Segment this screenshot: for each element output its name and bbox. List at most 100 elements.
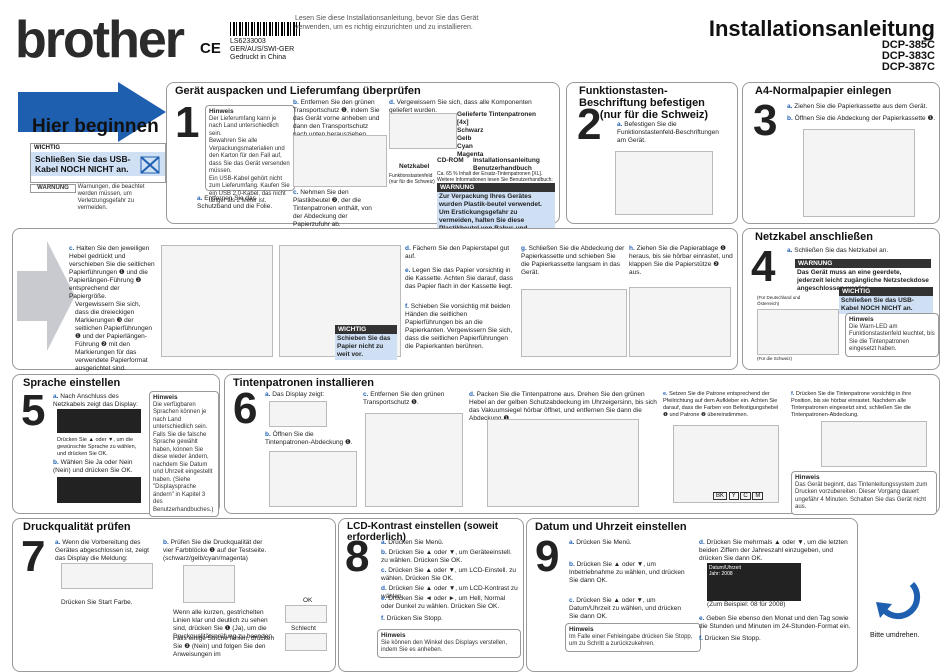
step-5-b: b. Wählen Sie Ja oder Nein (Nein) und dr… [53, 459, 133, 474]
step-9-c: c. Drücken Sie ▲ oder ▼, um Datum/Uhrzei… [569, 597, 682, 620]
step-8-e: e. Drücken Sie ◄ oder ►, um Hell, Normal… [381, 595, 506, 610]
paper-f: f. Schieben Sie vorsichtig mit beiden Hä… [405, 303, 513, 350]
panel-step-8: LCD-Kontrast einstellen (soweit erforder… [338, 518, 524, 672]
color-labels: BK Y C M [713, 492, 764, 500]
hint-item: Falls Sie die falsche Sprache gewählt ha… [153, 431, 214, 513]
step-text: Drücken Sie Menü. [576, 539, 632, 546]
step-6-c: c. Entfernen Sie den grünen Transportsch… [363, 391, 445, 406]
hint-item: Ein USB-Kabel gehört nicht zum Lieferumf… [209, 175, 290, 205]
panel-step-7: Druckqualität prüfen 7 a. Wenn die Vorbe… [12, 518, 336, 672]
color-bk: BK [713, 492, 728, 500]
step-3-number: 3 [753, 96, 778, 145]
test-page-illustration [183, 565, 235, 603]
step-text: Drücken Sie ▲ oder ▼, um LCD-Einstell. z… [381, 567, 516, 582]
lcd-date-display: Datum/Uhrzeit Jahr: 2008 [707, 563, 801, 601]
step-text: Drücken Sie ▲ oder ▼, um LCD-Kontrast zu… [381, 585, 518, 600]
panel-step-5: Sprache einstellen 5 a. Nach Anschluss d… [12, 374, 220, 517]
hint-item: Der Lieferumfang kann je nach Land unter… [209, 115, 279, 137]
component-item: Schwarz [457, 127, 484, 134]
step-9-hint: Hinweis Im Falle einer Fehleingabe drück… [565, 623, 701, 652]
step-1-hint: Hinweis Der Lieferumfang kann je nach La… [205, 105, 295, 204]
panel-step-3: A4-Normalpapier einlegen 3 a. Ziehen Sie… [742, 82, 940, 224]
step-2-a: a. Befestigen Sie die Funktionstastenfel… [617, 121, 719, 144]
hint-title: Hinweis [381, 632, 406, 639]
warning-label: WARNUNG [437, 183, 555, 192]
step-4-a: a. Schließen Sie das Netzkabel an. [787, 247, 889, 254]
paper-tray-illustration [803, 129, 915, 217]
step-6-title: Tintenpatronen installieren [233, 377, 374, 389]
turn-page-label: Bitte umdrehen. [870, 632, 920, 639]
hint-item: Die verfügbaren Sprachen können je nach … [153, 401, 208, 431]
step-1-number: 1 [175, 98, 200, 147]
paper-tray-out-illustration [629, 287, 731, 357]
manual-label: Installationsanleitung Benutzerhandbuch [473, 157, 540, 172]
step-text: Halten Sie den jeweiligen Hebel gedrückt… [69, 245, 155, 300]
step-text: Legen Sie das Papier vorsichtig in die K… [405, 267, 514, 290]
step-2-title: Funktionstasten-Beschriftung befestigen … [579, 85, 729, 121]
step-8-d: d. Drücken Sie ▲ oder ▼, um LCD-Kontrast… [381, 585, 518, 600]
paper-g: g. Schließen Sie die Abdeckung der Papie… [521, 245, 625, 276]
step-7-a: a. Wenn die Vorbereitung des Gerätes abg… [55, 539, 149, 562]
step-1-c: c. Nehmen Sie den Plastikbeutel ❷, der d… [293, 189, 372, 228]
component-item: Cyan [457, 143, 473, 150]
lcd-language-display [57, 409, 141, 433]
paper-c: c. Halten Sie den jeweiligen Hebel gedrü… [69, 245, 155, 300]
panel-step-1: Gerät auspacken und Lieferumfang überprü… [166, 82, 560, 242]
step-8-a: a. Drücken Sie Menü. [381, 539, 444, 546]
step-text: Prüfen Sie die Druckqualität der vier Fa… [163, 539, 267, 562]
panel-step-9: Datum und Uhrzeit einstellen 9 a. Drücke… [526, 518, 858, 672]
step-7-b: b. Prüfen Sie die Druckqualität der vier… [163, 539, 267, 562]
hint-title: Hinweis [795, 474, 820, 481]
fk-label: Funktionstastenfeld (nur für die Schweiz… [389, 173, 435, 185]
step-1-a: a. Entfernen Sie das Schutzband und die … [197, 195, 273, 210]
device-illustration [389, 113, 457, 149]
step-9-d: d. Drücken Sie mehrmals ▲ oder ▼, um die… [699, 539, 848, 562]
doc-info: LS6233003 GER/AUS/SWI-GER Gedruckt in Ch… [230, 38, 294, 62]
step-text: Schieben Sie vorsichtig mit beiden Hände… [405, 303, 513, 350]
lcd-confirm-display [57, 477, 141, 503]
page-title: Installationsanleitung [708, 16, 935, 41]
close-cover-illustration [821, 421, 927, 467]
step-text: Drücken Sie Stopp. [704, 635, 761, 642]
control-panel-illustration [615, 151, 713, 215]
component-list: Gelieferte Tintenpatronen [4x] Schwarz G… [457, 111, 537, 159]
step-8-title: LCD-Kontrast einstellen (soweit erforder… [347, 521, 499, 543]
cassette-illustration [521, 289, 627, 357]
step-text: Entfernen Sie den grünen Transportschutz… [293, 99, 380, 138]
step-5-hint: Hinweis Die verfügbaren Sprachen können … [149, 391, 219, 517]
ok-label: OK [303, 597, 313, 604]
begin-title: Hier beginnen [32, 116, 159, 137]
important-text: Schließen Sie das USB-Kabel NOCH NICHT a… [31, 152, 165, 176]
step-2-title-text: Funktionstasten-Beschriftung befestigen [579, 85, 705, 109]
hint-text: Die Warn-LED am Funktionstastenfeld leuc… [849, 323, 935, 353]
begin-warning: WARNUNG Warnungen, die beachtet werden m… [30, 184, 164, 212]
paper-h: h. Ziehen Sie die Papierablage ❶ heraus,… [629, 245, 733, 276]
panel-paper-continued: c. Halten Sie den jeweiligen Hebel gedrü… [12, 228, 738, 372]
bad-sample [285, 633, 327, 651]
paper-d: d. Fächern Sie den Papierstapel gut auf. [405, 245, 510, 260]
color-c: C [740, 492, 751, 500]
panel-step-4: Netzkabel anschließen 4 a. Schließen Sie… [742, 228, 940, 370]
barcode [230, 22, 300, 36]
hint-title: Hinweis [849, 316, 874, 323]
step-4-title: Netzkabel anschließen [755, 231, 873, 243]
hint-text: Im Falle einer Fehleingabe drücken Sie S… [569, 633, 693, 648]
panel-step-2: Funktionstasten-Beschriftung befestigen … [566, 82, 738, 224]
step-text: Schließen Sie die Abdeckung der Papierka… [521, 245, 625, 276]
step-text: Drücken Sie ▲ oder ▼, um Inbetriebnahme … [569, 561, 685, 584]
step-text: Nach Anschluss des Netzkabels zeigt das … [53, 393, 138, 408]
step-6-f: f. Drücken Sie die Tintenpatrone vorsich… [791, 391, 912, 418]
step-text: Geben Sie ebenso den Monat und den Tag s… [699, 615, 851, 630]
step-text: Entfernen Sie das Schutzband und die Fol… [197, 195, 273, 210]
hint-title: Hinweis [209, 108, 234, 115]
brand-logo: brother [15, 11, 185, 69]
lcd-year: Jahr: 2008 [709, 571, 733, 577]
label-ch: (Für die Schweiz) [757, 356, 793, 361]
step-4-important: WICHTIG Schließen Sie das USB-Kabel NOCH… [839, 287, 933, 314]
hint-text: Sie können den Winkel des Displays verst… [381, 639, 508, 654]
component-item: Gelieferte Tintenpatronen [4x] [457, 111, 536, 126]
important-label: WICHTIG [335, 325, 397, 334]
paper-important: WICHTIG Schieben Sie das Papier nicht zu… [335, 325, 397, 360]
model-1: DCP-385C [881, 39, 935, 51]
step-7-title: Druckqualität prüfen [23, 521, 131, 533]
